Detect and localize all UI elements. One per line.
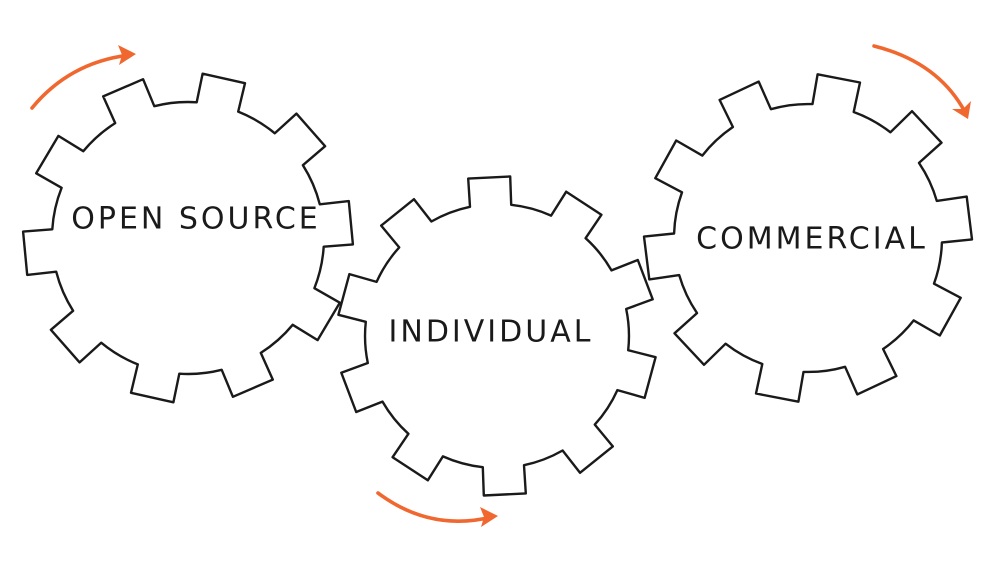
gear-commercial: COMMERCIAL (642, 73, 974, 403)
gear-label-open-source: OPEN SOURCE (71, 202, 321, 237)
arrow-curve-top-left (30, 53, 132, 110)
gear-open-source: OPEN SOURCE (21, 72, 355, 404)
rotation-arrow-top-left (30, 45, 136, 110)
gear-outline-commercial (642, 73, 974, 403)
rotation-arrow-bottom-center (376, 491, 498, 527)
arrowhead-icon (480, 507, 498, 527)
arrowhead-icon (952, 101, 971, 119)
gear-label-individual: INDIVIDUAL (389, 315, 594, 350)
arrowhead-icon (118, 45, 136, 65)
gear-label-commercial: COMMERCIAL (696, 222, 928, 257)
arrow-curve-top-right (872, 44, 967, 114)
rotation-arrow-top-right (872, 44, 971, 119)
arrow-curve-bottom-center (376, 491, 494, 523)
gear-outline-individual (337, 175, 657, 497)
gear-individual: INDIVIDUAL (337, 175, 657, 497)
gear-outline-open-source (21, 72, 355, 404)
